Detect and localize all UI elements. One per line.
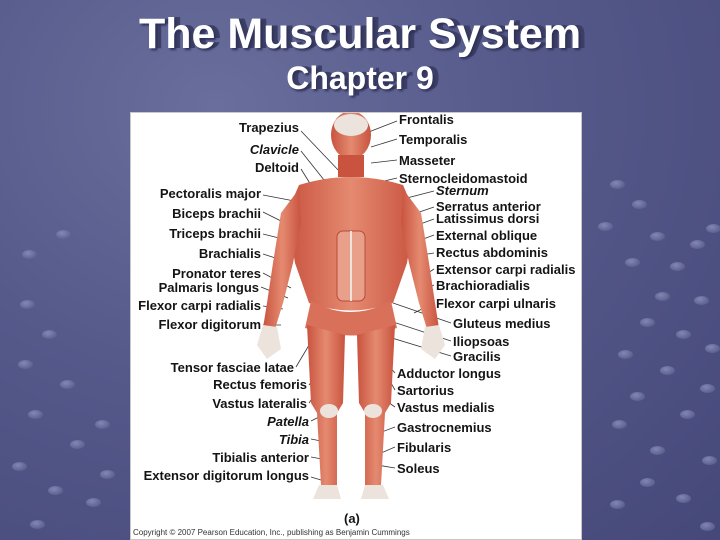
background-dot: [20, 300, 35, 309]
muscle-label-left: Deltoid: [254, 160, 299, 175]
background-dot: [60, 380, 75, 389]
background-dot: [100, 470, 115, 479]
muscle-label-left: Clavicle: [249, 142, 299, 157]
muscle-label-left: Flexor carpi radialis: [138, 298, 261, 313]
anatomy-illustration: [257, 113, 452, 499]
background-dot: [655, 292, 670, 301]
muscle-label-right: Sartorius: [397, 383, 455, 398]
muscle-label-left: Tibialis anterior: [212, 450, 309, 465]
muscle-label-left: Pronator teres: [172, 266, 261, 281]
muscle-label-right: Extensor carpi radialis: [436, 262, 576, 277]
background-dot: [660, 366, 675, 375]
background-dot: [48, 486, 63, 495]
background-dot: [700, 522, 715, 531]
muscle-label-right: Adductor longus: [397, 366, 501, 381]
background-dot: [56, 230, 71, 239]
muscle-label-right: Temporalis: [399, 132, 468, 147]
background-dot: [694, 296, 709, 305]
muscle-label-right: Gastrocnemius: [397, 420, 492, 435]
muscle-label-left: Palmaris longus: [158, 280, 259, 295]
muscle-label-left: Trapezius: [239, 120, 299, 135]
background-dot: [650, 232, 665, 241]
muscle-label-right: Iliopsoas: [453, 334, 510, 349]
muscle-label-left: Triceps brachii: [169, 226, 261, 241]
background-dot: [598, 222, 613, 231]
copyright-text: Copyright © 2007 Pearson Education, Inc.…: [133, 528, 410, 537]
slide-title-shadow: The Muscular System: [144, 10, 588, 58]
background-dot: [650, 446, 665, 455]
muscle-label-right: Flexor carpi ulnaris: [436, 296, 556, 311]
background-dot: [705, 344, 720, 353]
muscle-label-right: Latissimus dorsi: [436, 211, 540, 226]
background-dot: [630, 392, 645, 401]
muscle-label-left: Extensor digitorum longus: [143, 468, 309, 483]
background-dot: [12, 462, 27, 471]
background-dot: [22, 250, 37, 259]
background-dot: [610, 500, 625, 509]
muscle-label-left: Flexor digitorum: [158, 317, 261, 332]
background-dot: [640, 478, 655, 487]
muscle-label-left: Vastus lateralis: [212, 396, 307, 411]
muscle-label-right: Rectus abdominis: [436, 245, 548, 260]
background-dot: [700, 384, 715, 393]
muscle-label-right: Frontalis: [399, 112, 454, 127]
muscle-label-left: Brachialis: [198, 246, 261, 261]
background-dot: [42, 330, 57, 339]
background-dot: [28, 410, 43, 419]
background-dot: [680, 410, 695, 419]
background-dot: [70, 440, 85, 449]
background-dot: [706, 224, 720, 233]
muscle-label-right: Sternum: [436, 183, 489, 198]
slide-title: The Muscular System: [138, 10, 582, 58]
background-dot: [670, 262, 685, 271]
muscle-label-left: Patella: [267, 414, 309, 429]
background-dot: [30, 520, 45, 529]
background-dot: [676, 330, 691, 339]
background-dot: [690, 240, 705, 249]
muscle-label-right: Gluteus medius: [453, 316, 551, 331]
panel-label: (a): [344, 511, 360, 526]
background-dot: [95, 420, 110, 429]
muscle-label-right: Soleus: [397, 461, 440, 476]
slide-subtitle: Chapter 9: [286, 60, 434, 96]
background-dot: [618, 350, 633, 359]
muscle-label-right: External oblique: [436, 228, 538, 243]
muscle-label-right: Masseter: [399, 153, 456, 168]
background-dot: [610, 180, 625, 189]
muscle-label-right: Gracilis: [453, 349, 501, 364]
muscle-label-left: Pectoralis major: [159, 186, 261, 201]
background-dot: [640, 318, 655, 327]
muscle-label-left: Tensor fasciae latae: [170, 360, 294, 375]
body-silhouette: [257, 113, 445, 499]
muscle-label-right: Serratus anterior: [436, 199, 541, 214]
muscle-label-left: Biceps brachii: [172, 206, 261, 221]
background-dot: [632, 200, 647, 209]
muscle-label-right: Brachioradialis: [436, 278, 530, 293]
background-dot: [676, 494, 691, 503]
muscle-label-left: Tibia: [278, 432, 309, 447]
background-dot: [18, 360, 33, 369]
background-dot: [612, 420, 627, 429]
background-dot: [702, 456, 717, 465]
muscle-label-left: Rectus femoris: [213, 377, 307, 392]
slide-subtitle-shadow: Chapter 9: [292, 60, 440, 96]
muscle-label-right: Vastus medialis: [397, 400, 495, 415]
background-dot: [625, 258, 640, 267]
muscle-label-right: Fibularis: [397, 440, 452, 455]
muscle-label-right: Sternocleidomastoid: [399, 171, 528, 186]
background-dot: [86, 498, 101, 507]
